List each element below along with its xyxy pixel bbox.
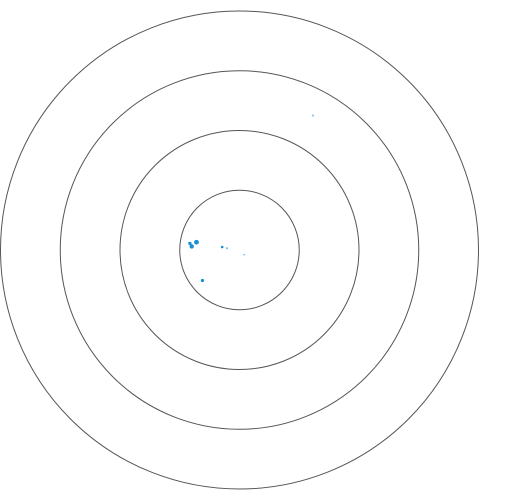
data-point <box>189 244 194 249</box>
data-points <box>188 114 315 283</box>
data-point <box>200 278 205 283</box>
data-point <box>188 241 192 246</box>
radial-grid <box>0 10 479 490</box>
data-point <box>311 114 315 117</box>
data-point <box>243 253 246 256</box>
data-point <box>220 245 224 249</box>
data-point <box>225 247 229 250</box>
data-point <box>194 239 199 245</box>
radial-ring-3 <box>59 70 420 430</box>
radial-ring-4 <box>0 10 479 490</box>
radial-ring-2 <box>119 130 360 370</box>
radial-ring-1 <box>179 189 300 311</box>
